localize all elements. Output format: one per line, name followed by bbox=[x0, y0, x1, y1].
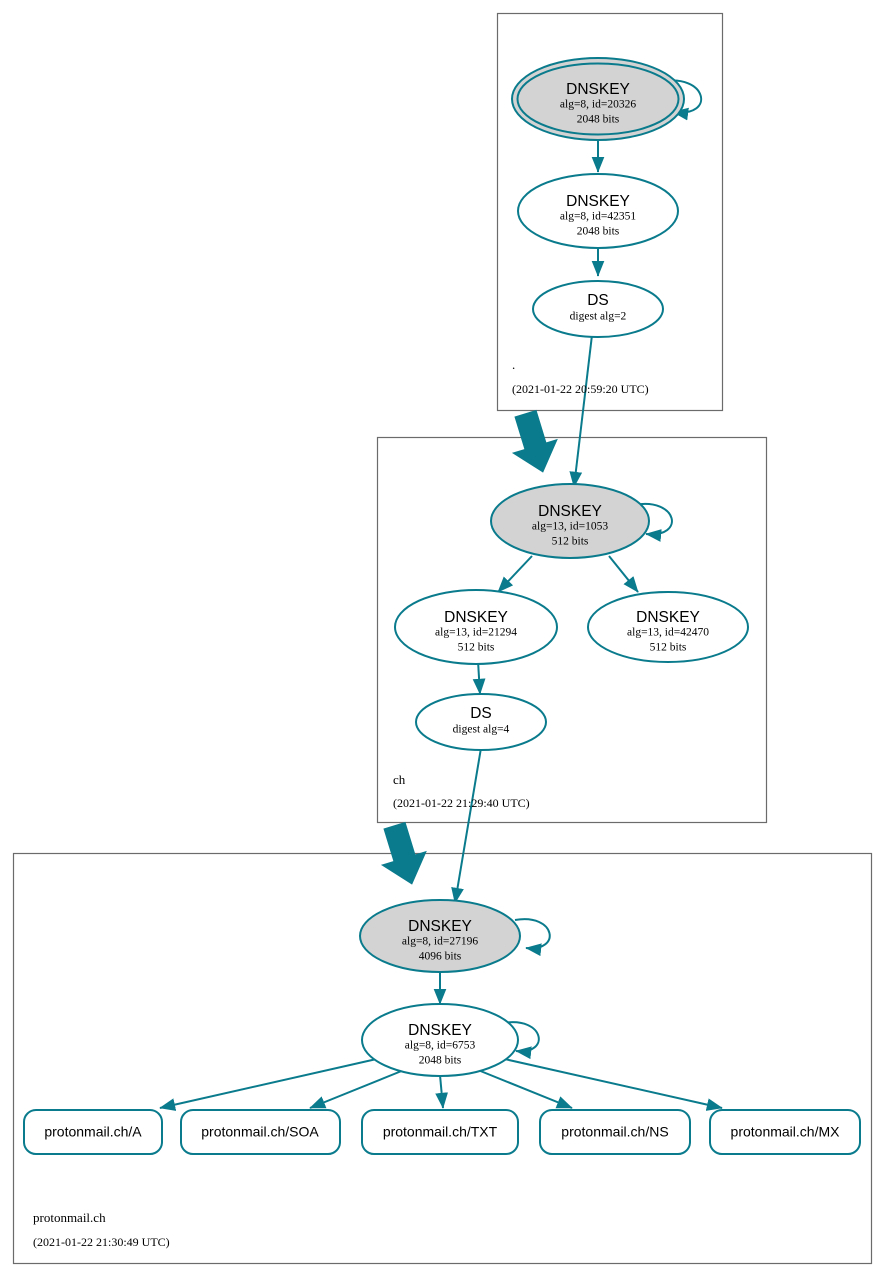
rrset-label: protonmail.ch/NS bbox=[561, 1124, 668, 1140]
zone-timestamp-protonmail: (2021-01-22 21:30:49 UTC) bbox=[33, 1235, 170, 1249]
edge-pm-zsk-to-rrset-a bbox=[159, 1057, 382, 1111]
node-ch-ds[interactable]: DS digest alg=4 bbox=[415, 693, 547, 751]
rrset-mx[interactable]: protonmail.ch/MX bbox=[709, 1109, 861, 1155]
edge-ch-ksk-self-sign bbox=[633, 502, 673, 542]
node-line3: 512 bits bbox=[650, 642, 687, 654]
node-title: DS bbox=[470, 705, 492, 722]
delegation-arrow-root-to-ch bbox=[511, 409, 558, 473]
node-line2: digest alg=2 bbox=[570, 311, 627, 323]
node-line2: alg=8, id=20326 bbox=[560, 99, 636, 111]
node-line3: 4096 bits bbox=[419, 951, 462, 963]
node-title: DNSKEY bbox=[566, 81, 630, 98]
node-line3: 512 bits bbox=[552, 536, 589, 548]
node-line3: 2048 bits bbox=[577, 114, 620, 126]
node-title: DNSKEY bbox=[444, 609, 508, 626]
node-line2: alg=13, id=42470 bbox=[627, 627, 709, 639]
node-line2: alg=8, id=42351 bbox=[560, 211, 636, 223]
node-line2: alg=13, id=1053 bbox=[532, 521, 608, 533]
node-ch-ksk[interactable]: DNSKEY alg=13, id=1053 512 bits bbox=[490, 483, 650, 559]
node-title: DNSKEY bbox=[636, 609, 700, 626]
zone-label-root: . bbox=[512, 357, 515, 372]
node-title: DNSKEY bbox=[538, 503, 602, 520]
zone-label-ch: ch bbox=[393, 772, 406, 787]
zone-label-protonmail: protonmail.ch bbox=[33, 1210, 106, 1225]
node-title: DNSKEY bbox=[408, 1022, 472, 1039]
rrset-a[interactable]: protonmail.ch/A bbox=[23, 1109, 163, 1155]
node-title: DNSKEY bbox=[566, 193, 630, 210]
delegation-arrow-ch-to-protonmail bbox=[380, 821, 427, 885]
rrset-soa[interactable]: protonmail.ch/SOA bbox=[180, 1109, 341, 1155]
edge-ch-ksk-to-zsk-21294 bbox=[497, 555, 533, 593]
edge-pm-zsk-self-sign bbox=[502, 1021, 540, 1060]
node-root-zsk[interactable]: DNSKEY alg=8, id=42351 2048 bits bbox=[517, 173, 679, 249]
node-line2: alg=8, id=6753 bbox=[405, 1040, 476, 1052]
zone-timestamp-ch: (2021-01-22 21:29:40 UTC) bbox=[393, 796, 530, 810]
edge-ch-zsk-to-ds bbox=[472, 660, 486, 695]
node-line3: 2048 bits bbox=[577, 226, 620, 238]
rrset-ns[interactable]: protonmail.ch/NS bbox=[539, 1109, 691, 1155]
node-ch-zsk-21294[interactable]: DNSKEY alg=13, id=21294 512 bits bbox=[394, 589, 558, 665]
node-pm-zsk[interactable]: DNSKEY alg=8, id=6753 2048 bits bbox=[361, 1003, 519, 1077]
rrset-label: protonmail.ch/SOA bbox=[201, 1124, 319, 1140]
node-line2: alg=13, id=21294 bbox=[435, 627, 517, 639]
node-root-ksk[interactable]: DNSKEY alg=8, id=20326 2048 bits bbox=[511, 57, 685, 141]
edge-pm-zsk-to-rrset-txt bbox=[435, 1074, 448, 1109]
edge-ch-ds-to-pm-ksk bbox=[451, 747, 482, 904]
zone-timestamp-root: (2021-01-22 20:59:20 UTC) bbox=[512, 382, 649, 396]
edge-pm-ksk-self-sign bbox=[514, 918, 551, 957]
edge-ch-ksk-to-zsk-42470 bbox=[608, 555, 639, 593]
edge-root-ds-to-ch-ksk bbox=[569, 334, 593, 488]
edge-pm-zsk-to-rrset-soa bbox=[309, 1069, 405, 1109]
edge-pm-zsk-to-rrset-ns bbox=[477, 1069, 573, 1109]
node-line2: digest alg=4 bbox=[453, 724, 510, 736]
rrset-txt[interactable]: protonmail.ch/TXT bbox=[361, 1109, 519, 1155]
node-line3: 2048 bits bbox=[419, 1055, 462, 1067]
node-pm-ksk[interactable]: DNSKEY alg=8, id=27196 4096 bits bbox=[359, 899, 521, 973]
node-line2: alg=8, id=27196 bbox=[402, 936, 478, 948]
node-title: DS bbox=[587, 292, 609, 309]
rrset-label: protonmail.ch/MX bbox=[731, 1124, 841, 1140]
rrset-label: protonmail.ch/TXT bbox=[383, 1124, 498, 1140]
node-root-ds[interactable]: DS digest alg=2 bbox=[532, 280, 664, 338]
node-ch-zsk-42470[interactable]: DNSKEY alg=13, id=42470 512 bits bbox=[587, 591, 749, 663]
node-line3: 512 bits bbox=[458, 642, 495, 654]
edge-pm-zsk-to-rrset-mx bbox=[499, 1057, 723, 1111]
rrset-label: protonmail.ch/A bbox=[44, 1124, 142, 1140]
node-title: DNSKEY bbox=[408, 918, 472, 935]
